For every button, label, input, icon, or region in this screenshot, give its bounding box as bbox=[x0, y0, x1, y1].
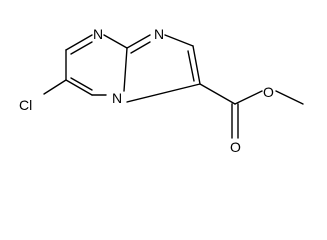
bond-o-methyl bbox=[275, 90, 304, 105]
bond-c1-ccarbonyl bbox=[199, 83, 236, 105]
atom-ester-oxygen: O bbox=[263, 84, 274, 100]
atom-n-bridgehead: N bbox=[112, 90, 122, 106]
atom-n-pyrimidine: N bbox=[93, 26, 103, 42]
atom-chlorine: Cl bbox=[19, 97, 32, 113]
bond-c2-c1-inner bbox=[187, 50, 195, 82]
bond-n3-c2 bbox=[164, 34, 194, 47]
bond-n4-c8a bbox=[123, 47, 128, 92]
bond-c6-cl bbox=[43, 79, 67, 95]
bond-c2-c1 bbox=[192, 45, 201, 85]
bond-c6-c5-inner bbox=[70, 77, 93, 91]
bond-c8a-n3-inner bbox=[130, 41, 151, 54]
atom-n-imidazole: N bbox=[154, 26, 164, 42]
bond-c8a-n3 bbox=[126, 34, 151, 49]
bonds bbox=[43, 34, 304, 139]
bond-c7-n1-inner bbox=[70, 41, 93, 55]
atom-labels: N N N Cl O O bbox=[19, 26, 274, 155]
bond-c6-c5 bbox=[65, 79, 93, 96]
atom-carbonyl-oxygen: O bbox=[230, 139, 241, 155]
bond-ccarbonyl-o-single bbox=[234, 90, 263, 105]
bond-c7-n1 bbox=[65, 34, 93, 51]
bond-c1-n4 bbox=[126, 83, 201, 103]
chemical-structure-diagram: N N N Cl O O bbox=[19, 26, 304, 155]
bond-n1-c8a bbox=[103, 34, 128, 49]
structure-svg: N N N Cl O O bbox=[19, 26, 304, 155]
